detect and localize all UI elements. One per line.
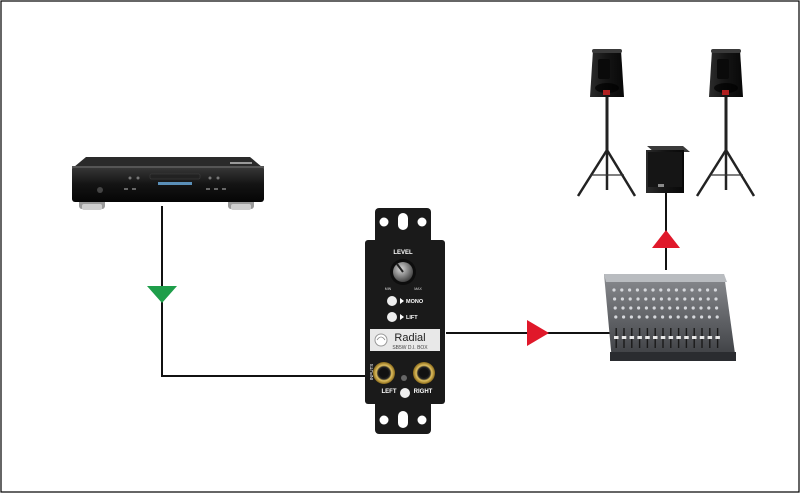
- mixer-knob: [653, 315, 657, 319]
- mixer-knob: [691, 306, 695, 310]
- mixer-fader-cap: [684, 336, 689, 339]
- mono-switch[interactable]: [387, 296, 397, 306]
- mixer-knob: [612, 288, 616, 292]
- lift-switch[interactable]: [387, 312, 397, 322]
- mixer-knob: [652, 306, 656, 310]
- mixer-knob: [668, 306, 672, 310]
- brand-label: Radial: [394, 332, 425, 344]
- mixer-knob: [637, 315, 641, 319]
- mixer-knob: [643, 288, 647, 292]
- left-jack-label: LEFT: [382, 389, 397, 395]
- mixer-knob: [651, 288, 655, 292]
- mixer-knob: [614, 315, 618, 319]
- speaker-feed-arrow: [652, 230, 680, 248]
- mixer-knob: [620, 288, 624, 292]
- mixer-knob: [683, 297, 687, 301]
- subwoofer-icon: [646, 146, 690, 193]
- mixer-fader-cap: [660, 336, 666, 339]
- mixer-knob: [700, 315, 704, 319]
- mixer-knob: [715, 306, 719, 310]
- mixer-fader-cap: [614, 336, 619, 339]
- mixer-knob: [707, 315, 712, 319]
- mixer-fader-cap: [653, 336, 658, 339]
- mixer-knob: [661, 315, 665, 319]
- mixer-knob: [692, 315, 696, 319]
- mixer-knob: [714, 297, 718, 301]
- mixer-knob: [676, 315, 680, 319]
- inputs-label: INPUTS: [369, 364, 374, 381]
- mixer-knob: [707, 306, 711, 310]
- mixer-fader-cap: [707, 336, 713, 339]
- mixer-knob: [682, 288, 686, 292]
- mixer-fader-cap: [715, 336, 720, 339]
- mixer-knob: [690, 288, 694, 292]
- mixer-knob: [637, 306, 641, 310]
- mono-label: MONO: [406, 299, 424, 305]
- mixer-knob: [628, 288, 632, 292]
- mixer-knob: [691, 297, 695, 301]
- lift-label: LIFT: [406, 315, 418, 321]
- cd-player-icon: [72, 157, 264, 210]
- mixer-knob: [659, 288, 663, 292]
- knob-label: LEVEL: [393, 250, 413, 256]
- mixer-knob: [613, 306, 617, 310]
- mixer-knob: [645, 315, 649, 319]
- mixer-knob: [629, 315, 634, 319]
- mixer-knob: [636, 297, 640, 301]
- mixer-knob: [667, 297, 671, 301]
- output-direction-arrow: [527, 320, 549, 346]
- radial-di-wall-plate: LEVEL MIN MAX MONO LIFT Radial SB5W D.I.…: [365, 208, 445, 434]
- mixer-fader-cap: [645, 336, 650, 339]
- mixer-fader-cap: [699, 336, 705, 339]
- model-label: SB5W D.I. BOX: [392, 345, 428, 351]
- mixer-knob: [698, 297, 703, 301]
- mixer-knob: [674, 288, 679, 292]
- input-direction-arrow: [147, 286, 177, 303]
- mixer-knob: [713, 288, 718, 292]
- mixer-knob: [659, 297, 664, 301]
- mixer-fader-cap: [692, 336, 697, 339]
- mixer-knob: [683, 306, 688, 310]
- knob-scale-min: MIN: [385, 287, 392, 291]
- mixer-icon: [604, 274, 736, 361]
- mixer-knob: [613, 297, 617, 301]
- mixer-fader-cap: [629, 336, 635, 339]
- mixer-knob: [621, 306, 625, 310]
- mixer-knob: [635, 288, 640, 292]
- mixer-fader-cap: [668, 336, 674, 339]
- mixer-knob: [706, 297, 710, 301]
- mixer-knob: [660, 306, 664, 310]
- knob-scale-max: MAX: [414, 287, 422, 291]
- mixer-knob: [622, 315, 626, 319]
- mixer-knob: [620, 297, 625, 301]
- mixer-knob: [628, 297, 632, 301]
- mixer-knob: [644, 306, 649, 310]
- mixer-fader-cap: [621, 336, 627, 339]
- mixer-knob: [684, 315, 688, 319]
- speaker-right-icon: [695, 49, 756, 197]
- mixer-knob: [629, 306, 633, 310]
- mixer-knob: [675, 297, 679, 301]
- mixer-knob: [706, 288, 710, 292]
- mixer-knob: [715, 315, 719, 319]
- mixer-knob: [667, 288, 671, 292]
- mixer-knob: [644, 297, 648, 301]
- mixer-knob: [668, 315, 673, 319]
- mixer-fader-cap: [676, 336, 681, 339]
- right-jack-label: RIGHT: [414, 389, 433, 395]
- mixer-fader-cap: [637, 336, 642, 339]
- link-switch[interactable]: [400, 388, 410, 398]
- mixer-knob: [652, 297, 656, 301]
- mixer-knob: [676, 306, 680, 310]
- speaker-left-icon: [576, 49, 637, 197]
- wire-cd-to-di: [161, 206, 366, 377]
- mixer-knob: [698, 288, 702, 292]
- mixer-knob: [699, 306, 703, 310]
